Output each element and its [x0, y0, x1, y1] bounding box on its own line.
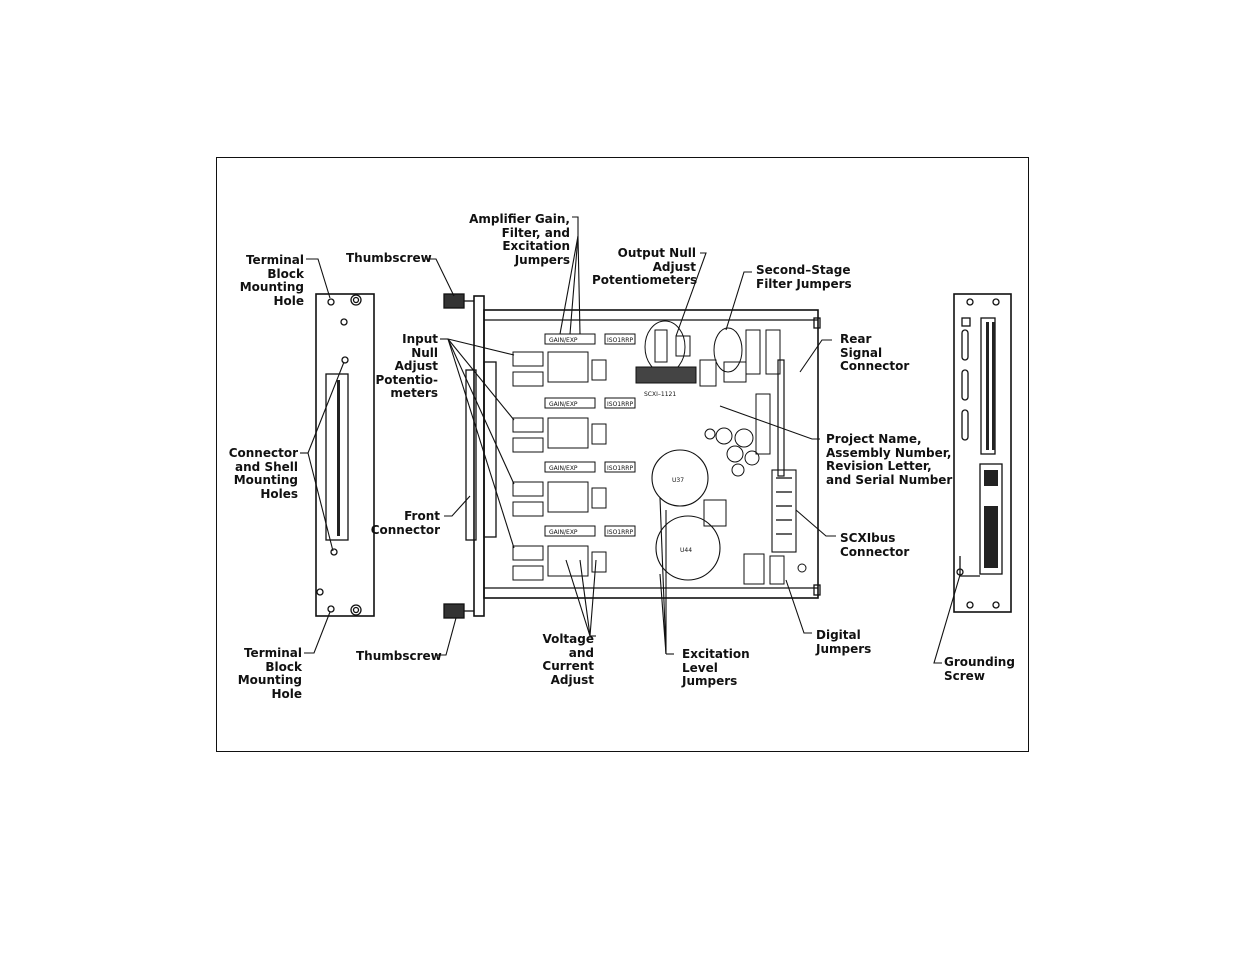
board-iso-label-1: ISO1RRP — [607, 337, 633, 344]
label-connector-shell: Connector and Shell Mounting Holes — [228, 446, 298, 501]
rear-panel-connector — [979, 463, 1003, 575]
label-grounding-screw: Grounding Screw — [944, 655, 1015, 683]
label-amplifier-gain: Amplifier Gain, Filter, and Excitation J… — [469, 212, 570, 267]
label-thumbscrew-top: Thumbscrew — [346, 251, 432, 265]
label-front-connector: Front Connector — [370, 509, 440, 537]
label-terminal-block-top: Terminal Block Mounting Hole — [239, 253, 304, 308]
label-input-null: Input Null Adjust Potentio- meters — [375, 332, 438, 400]
excitation-chip-u37 — [651, 449, 709, 507]
gain-jumper-rows — [544, 333, 636, 537]
board-model: SCXI–1121 — [644, 391, 676, 398]
label-scxibus: SCXIbus Connector — [840, 531, 910, 559]
board-gain-label-3: GAIN/EXP — [549, 465, 578, 472]
terminal-block — [315, 293, 375, 617]
board-gain-label-2: GAIN/EXP — [549, 401, 578, 408]
terminal-block-hole-top — [327, 298, 335, 306]
label-voltage-current: Voltage and Current Adjust — [542, 632, 594, 687]
excitation-chip-u44 — [655, 515, 721, 581]
board-gain-label-1: GAIN/EXP — [549, 337, 578, 344]
input-null-potentiometers — [512, 351, 544, 581]
capacitors — [704, 427, 760, 477]
board-iso-label-2: ISO1RRP — [607, 401, 633, 408]
label-thumbscrew-bottom: Thumbscrew — [356, 649, 442, 663]
label-excitation-level: Excitation Level Jumpers — [682, 647, 750, 688]
rear-signal-connector — [777, 359, 785, 477]
label-project-name: Project Name, Assembly Number, Revision … — [826, 432, 953, 487]
label-output-null: Output Null Adjust Potentiometers — [592, 246, 698, 287]
board-gain-label-4: GAIN/EXP — [549, 529, 578, 536]
scxibus-connector — [771, 469, 797, 553]
terminal-block-hole-bottom — [327, 605, 335, 613]
label-rear-signal: Rear Signal Connector — [840, 332, 910, 373]
terminal-connector — [325, 373, 349, 541]
second-stage-filter-jumpers — [713, 327, 743, 373]
rear-panel — [953, 293, 1012, 613]
thumbscrew-bottom — [443, 603, 465, 619]
label-terminal-block-bottom: Terminal Block Mounting Hole — [237, 646, 302, 701]
board-chip-a: U37 — [672, 477, 684, 484]
thumbscrew-top — [443, 293, 465, 309]
figure-frame — [216, 157, 1029, 752]
board-iso-label-4: ISO1RRP — [607, 529, 633, 536]
board-iso-label-3: ISO1RRP — [607, 465, 633, 472]
label-second-stage: Second–Stage Filter Jumpers — [756, 263, 852, 291]
label-digital-jumpers: Digital Jumpers — [816, 628, 872, 656]
board-chip-b: U44 — [680, 547, 692, 554]
